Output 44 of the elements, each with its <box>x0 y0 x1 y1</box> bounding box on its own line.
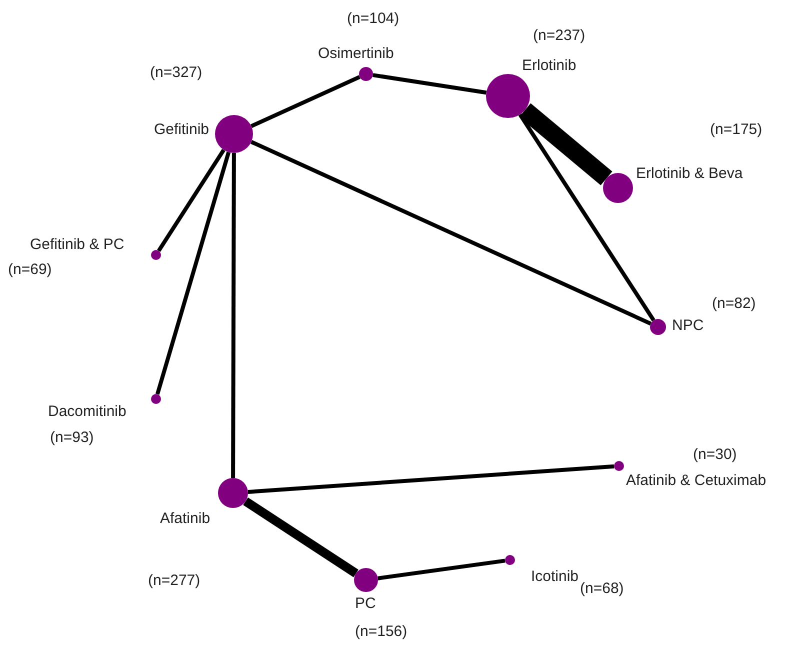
treatment-label: Afatinib <box>160 510 210 528</box>
sample-size-label: (n=104) <box>347 10 400 28</box>
network-edge <box>231 153 236 478</box>
treatment-node <box>650 319 666 335</box>
network-edge <box>156 152 231 395</box>
sample-size-label: (n=93) <box>50 429 94 447</box>
network-edge <box>518 113 656 322</box>
treatment-node <box>151 250 161 260</box>
treatment-label: Icotinib <box>531 568 579 586</box>
treatment-label: Osimertinib <box>318 45 394 63</box>
network-edge <box>250 140 652 326</box>
sample-size-label: (n=82) <box>712 295 756 313</box>
sample-size-label: (n=68) <box>580 580 624 598</box>
sample-size-label: (n=277) <box>148 572 200 590</box>
treatment-label: Erlotinib <box>522 57 576 75</box>
treatment-node <box>218 478 248 508</box>
treatment-label: NPC <box>672 317 704 335</box>
treatment-node <box>486 74 530 118</box>
sample-size-label: (n=69) <box>8 261 52 279</box>
treatment-label: Gefitinib & PC <box>30 236 124 254</box>
treatment-node <box>215 115 253 153</box>
treatment-node <box>603 173 633 203</box>
network-edge <box>519 103 612 186</box>
treatment-node <box>359 67 373 81</box>
sample-size-label: (n=30) <box>693 446 737 464</box>
network-edge <box>378 558 506 580</box>
treatment-node <box>151 394 161 404</box>
sample-size-label: (n=156) <box>355 623 408 641</box>
sample-size-label: (n=327) <box>150 64 202 82</box>
network-edge <box>157 148 226 252</box>
treatment-node <box>614 461 624 471</box>
network-edge <box>243 497 358 578</box>
treatment-label: Dacomitinib <box>48 403 126 421</box>
network-edge <box>248 464 614 494</box>
treatment-label: Erlotinib & Beva <box>636 165 743 183</box>
network-edge <box>250 75 360 128</box>
network-edge <box>372 73 487 95</box>
sample-size-label: (n=175) <box>710 121 762 139</box>
treatment-label: PC <box>355 595 376 613</box>
treatment-node <box>505 555 515 565</box>
treatment-label: Afatinib & Cetuximab <box>626 472 766 490</box>
treatment-node <box>354 568 378 592</box>
sample-size-label: (n=237) <box>533 27 586 45</box>
treatment-label: Gefitinib <box>154 121 210 139</box>
